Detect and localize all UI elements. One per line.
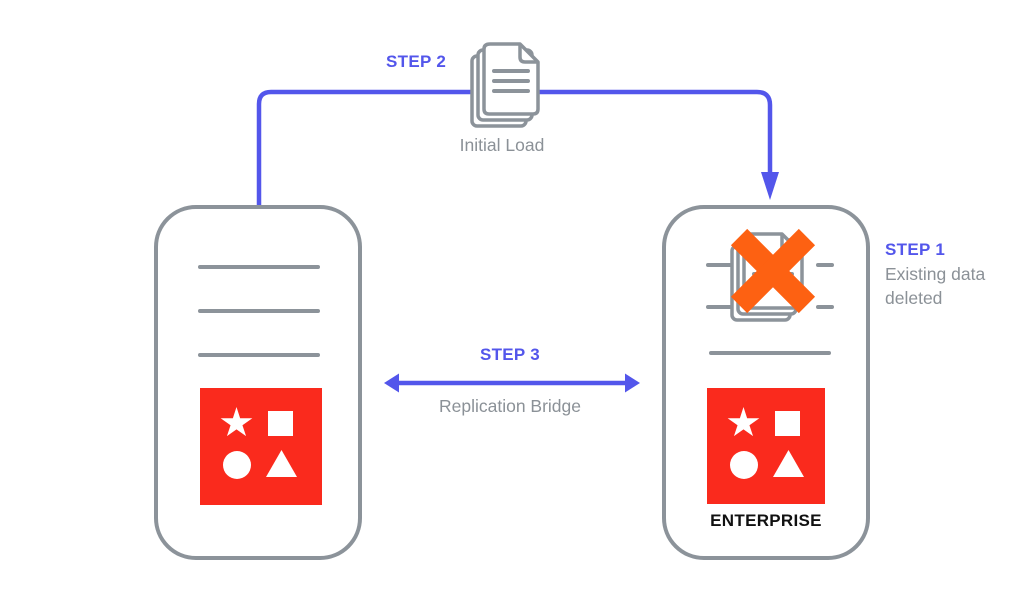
step3-arrowhead-left-icon [384,373,399,393]
deleted-data-line-segment [816,305,834,309]
star-icon [220,407,253,437]
deleted-documents-cross-icon [730,228,816,322]
step3-description: Replication Bridge [438,396,582,416]
server-rack-line [198,309,320,313]
circle-icon [730,451,758,479]
document-stack-icon [470,42,540,128]
database-product-logo [707,388,825,504]
square-icon [268,411,293,436]
server-rack-line [709,351,831,355]
triangle-icon [266,450,297,477]
deleted-data-line-segment [706,263,744,267]
star-icon [727,407,760,437]
step1-label: STEP 1 [885,240,946,259]
circle-icon [223,451,251,479]
step2-label: STEP 2 [386,52,447,71]
step2-description: Initial Load [459,135,545,155]
square-icon [775,411,800,436]
triangle-icon [773,450,804,477]
enterprise-edition-label: ENTERPRISE [710,511,822,530]
step3-arrowhead-right-icon [625,373,640,393]
server-rack-line [198,353,320,357]
deleted-data-line-segment [816,263,834,267]
step2-arrowhead-icon [761,172,779,200]
orange-x-icon [730,228,816,314]
step1-description: Existing data deleted [885,264,986,308]
step3-label: STEP 3 [479,345,541,364]
server-rack-line [198,265,320,269]
deleted-data-line-segment [706,305,744,309]
database-product-logo [200,388,322,505]
source-server [154,205,362,560]
